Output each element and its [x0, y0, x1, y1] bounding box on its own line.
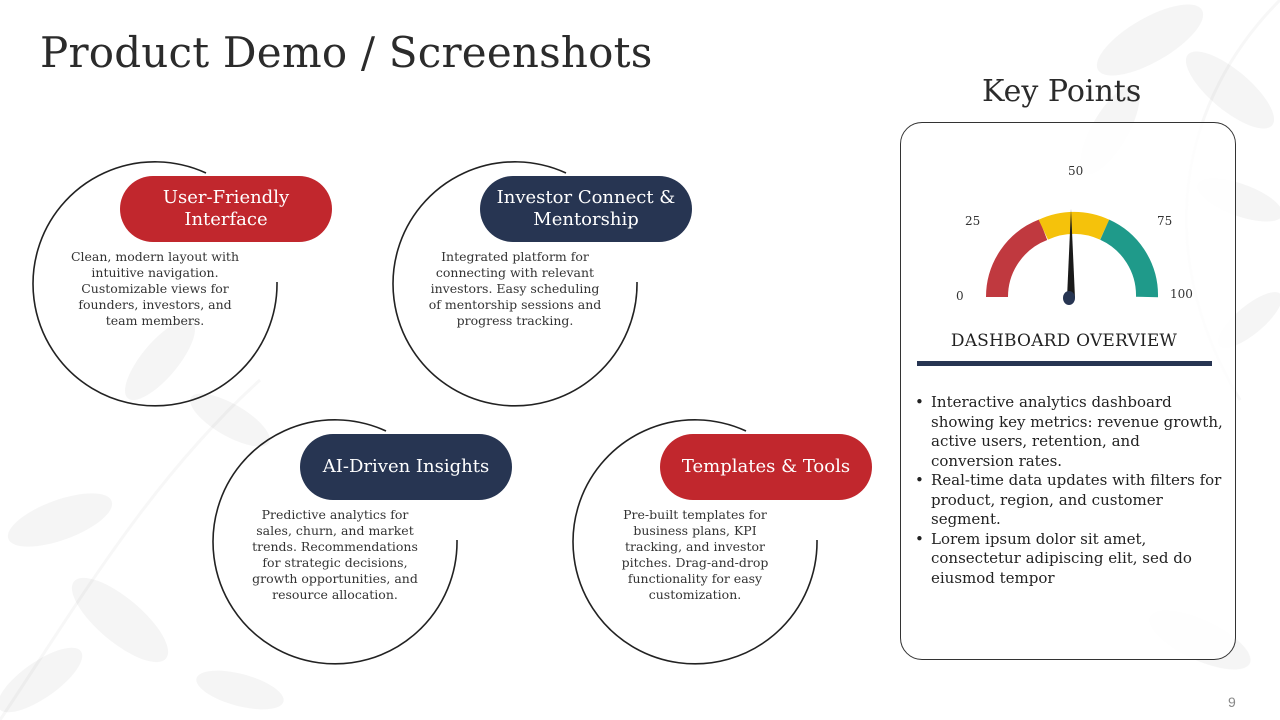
- feature-title: User-Friendly Interface: [162, 187, 290, 230]
- gauge-label-75: 75: [1157, 214, 1173, 228]
- feature-title: Investor Connect & Mentorship: [496, 187, 676, 230]
- gauge-label-0: 0: [956, 289, 964, 303]
- feature-card-user-friendly: User-Friendly Interface Clean, modern la…: [30, 155, 332, 407]
- feature-card-investor-connect: Investor Connect & Mentorship Integrated…: [390, 155, 692, 407]
- feature-description: Pre-built templates for business plans, …: [621, 507, 769, 602]
- dashboard-overview-title: DASHBOARD OVERVIEW: [950, 331, 1178, 351]
- feature-title: Templates & Tools: [681, 456, 851, 477]
- gauge-label-100: 100: [1170, 287, 1193, 301]
- feature-description: Integrated platform for connecting with …: [428, 249, 602, 328]
- page-number: 9: [1228, 694, 1236, 710]
- key-points-panel: 0 25 50 75 100 DASHBOARD OVERVIEW Intera…: [900, 122, 1236, 660]
- list-item: Real-time data updates with filters for …: [915, 471, 1227, 530]
- feature-title-pill: User-Friendly Interface: [120, 176, 332, 242]
- feature-card-templates-tools: Templates & Tools Pre-built templates fo…: [570, 413, 872, 665]
- feature-card-ring: [392, 161, 638, 407]
- key-points-list: Interactive analytics dashboard showing …: [915, 393, 1227, 588]
- feature-card-ai-insights: AI-Driven Insights Predictive analytics …: [210, 413, 512, 665]
- feature-description: Predictive analytics for sales, churn, a…: [252, 507, 418, 602]
- divider: [917, 361, 1212, 366]
- feature-card-ring: [212, 419, 458, 665]
- gauge-label-50: 50: [1068, 164, 1084, 178]
- feature-card-ring: [572, 419, 818, 665]
- feature-title-pill: Templates & Tools: [660, 434, 872, 500]
- feature-card-ring: [32, 161, 278, 407]
- gauge-label-25: 25: [965, 214, 981, 228]
- slide-title: Product Demo / Screenshots: [40, 28, 653, 77]
- feature-description: Clean, modern layout with intuitive navi…: [70, 249, 240, 328]
- feature-title-pill: Investor Connect & Mentorship: [480, 176, 692, 242]
- key-points-heading: Key Points: [982, 74, 1142, 109]
- list-item: Interactive analytics dashboard showing …: [915, 393, 1227, 471]
- feature-title: AI-Driven Insights: [322, 456, 490, 477]
- gauge-icon: [986, 209, 1158, 305]
- list-item: Lorem ipsum dolor sit amet, consectetur …: [915, 530, 1227, 589]
- feature-title-pill: AI-Driven Insights: [300, 434, 512, 500]
